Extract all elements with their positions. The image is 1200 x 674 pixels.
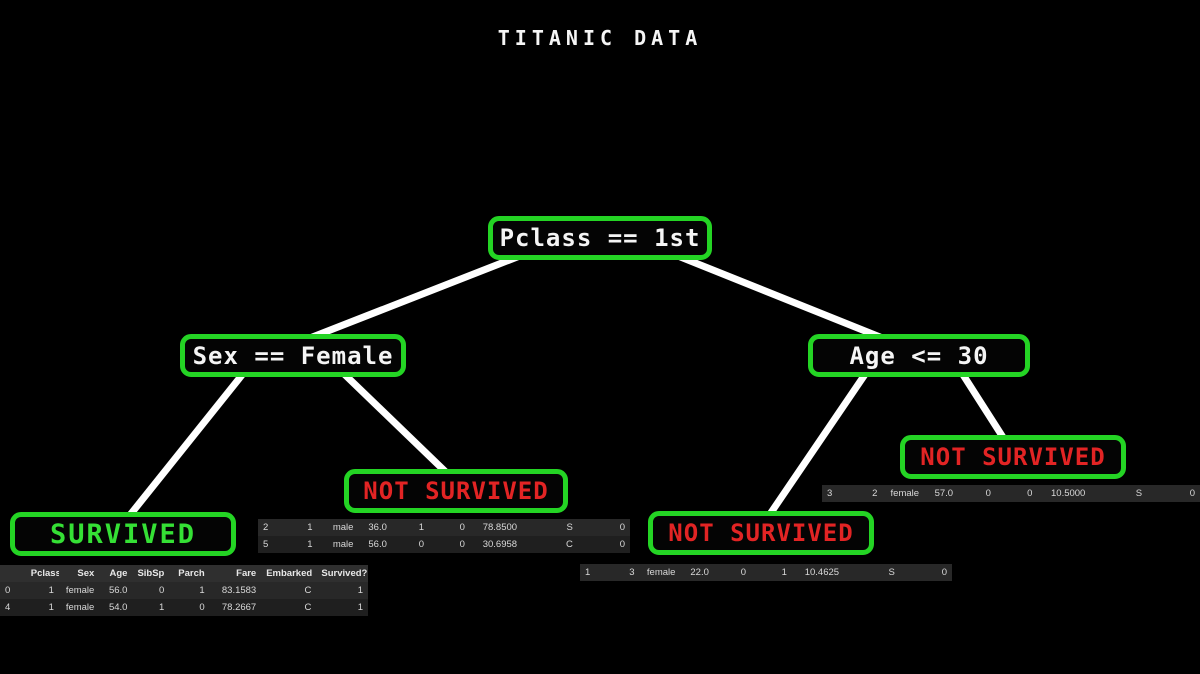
table-cell: 0 [0, 582, 26, 599]
table-cell: S [522, 519, 578, 536]
tree-node-pclass: Pclass == 1st [488, 216, 712, 260]
table-cell: 10.4625 [791, 564, 845, 581]
table-cell: male [317, 536, 359, 553]
table-cell: 36.0 [358, 519, 392, 536]
table-cell: 0 [1147, 485, 1200, 502]
edge-sex-to-notsurvived [336, 366, 456, 482]
table-cell: 0 [429, 519, 470, 536]
column-header: Fare [209, 565, 262, 582]
edge-age-to-notsurvived-left [762, 366, 872, 524]
table-cell: 0 [899, 564, 952, 581]
table-cell: C [522, 536, 578, 553]
table-cell: 0 [577, 536, 630, 553]
edge-sex-to-survived [122, 366, 250, 524]
table-cell: 1 [25, 599, 59, 616]
table-cell: 4 [0, 599, 26, 616]
table-cell: 0 [391, 536, 430, 553]
tree-node-sex: Sex == Female [180, 334, 406, 377]
page-title: TITANIC DATA [497, 26, 703, 50]
table-cell: male [317, 519, 359, 536]
table-cell: 78.2667 [209, 599, 262, 616]
table-cell: 10.5000 [1037, 485, 1091, 502]
column-header: Age [99, 565, 133, 582]
column-header: Parch [169, 565, 210, 582]
column-header: Embarked [261, 565, 317, 582]
column-header: Survived? [316, 565, 368, 582]
table-cell: 83.1583 [209, 582, 262, 599]
table-cell: 1 [132, 599, 170, 616]
table-cell: 56.0 [99, 582, 133, 599]
table-cell: 30.6958 [469, 536, 523, 553]
table-cell: 1 [284, 519, 318, 536]
table-cell: C [261, 599, 317, 616]
table-cell: 1 [316, 599, 368, 616]
table-cell: 0 [577, 519, 630, 536]
leaf-not-survived-left: NOT SURVIVED [344, 469, 568, 513]
table-cell: 1 [25, 582, 59, 599]
table-cell: 3 [606, 564, 640, 581]
tree-node-age: Age <= 30 [808, 334, 1030, 377]
table-cell: 0 [995, 485, 1038, 502]
table-cell: S [844, 564, 900, 581]
column-header: Pclass [25, 565, 59, 582]
table-cell: female [58, 582, 100, 599]
table-cell: 5 [258, 536, 285, 553]
table-cell: 0 [713, 564, 752, 581]
leaf-survived: SURVIVED [10, 512, 236, 556]
leaf-not-survived-mid: NOT SURVIVED [648, 511, 874, 555]
table-cell: 1 [580, 564, 607, 581]
table-cell: female [639, 564, 681, 581]
edge-root-to-sex [288, 246, 539, 349]
table-cell: 3 [822, 485, 849, 502]
table-cell: 1 [284, 536, 318, 553]
column-header: SibSp [132, 565, 170, 582]
table-cell: 1 [391, 519, 430, 536]
table-cell: 0 [429, 536, 470, 553]
table-cell: 56.0 [358, 536, 392, 553]
table-cell: 0 [958, 485, 996, 502]
leaf-not-survived-right: NOT SURVIVED [900, 435, 1126, 479]
table-cell: C [261, 582, 317, 599]
table-cell: 1 [751, 564, 792, 581]
table-cell: female [882, 485, 925, 502]
table-cell: 0 [169, 599, 210, 616]
table-cell: 54.0 [99, 599, 133, 616]
edge-root-to-age [664, 248, 904, 349]
table-cell: 2 [848, 485, 883, 502]
table-cell: 2 [258, 519, 285, 536]
table-cell: 22.0 [680, 564, 714, 581]
table-cell: S [1090, 485, 1148, 502]
table-cell: 1 [169, 582, 210, 599]
table-cell: 57.0 [924, 485, 959, 502]
column-header: Sex [58, 565, 100, 582]
table-cell: 0 [132, 582, 170, 599]
column-header [0, 565, 26, 582]
table-cell: 1 [316, 582, 368, 599]
table-cell: female [58, 599, 100, 616]
edge-age-to-notsurvived-right [956, 366, 1010, 446]
table-cell: 78.8500 [469, 519, 523, 536]
